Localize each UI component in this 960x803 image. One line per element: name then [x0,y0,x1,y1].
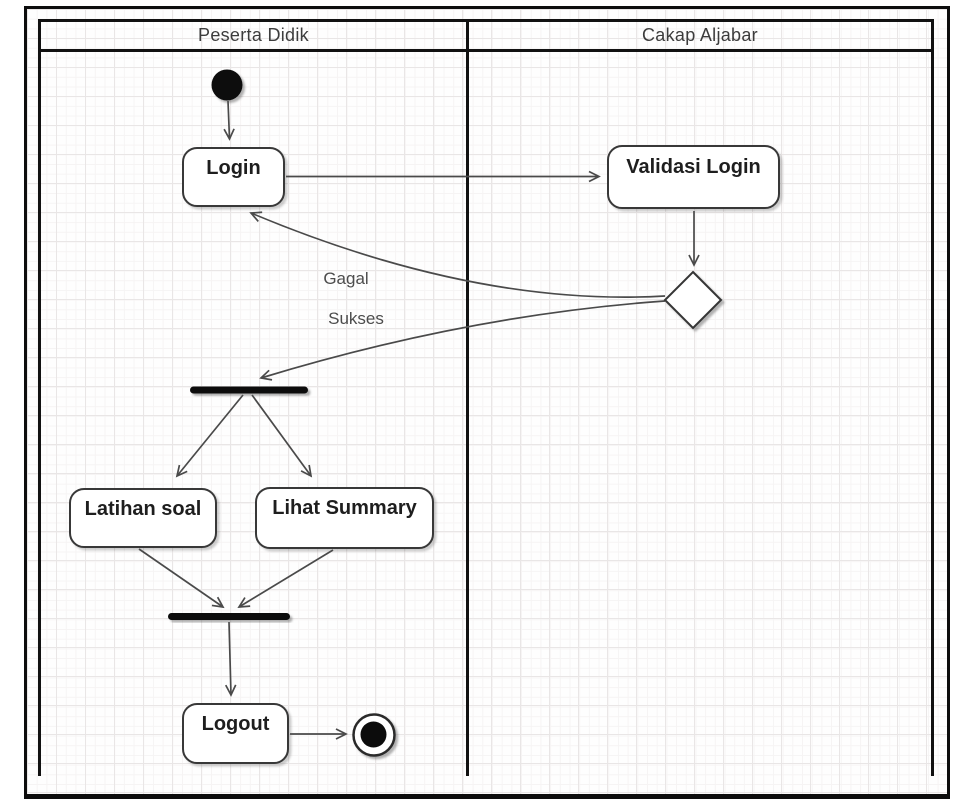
activity-lihat-summary: Lihat Summary [255,487,434,549]
lane-header-row: Peserta Didik Cakap Aljabar [41,22,931,52]
activity-validasi-login: Validasi Login [607,145,780,209]
activity-latihan-soal: Latihan soal [69,488,217,548]
activity-logout: Logout [182,703,289,764]
lane-header-cakap-aljabar: Cakap Aljabar [466,22,931,49]
lane-header-peserta-didik: Peserta Didik [198,25,309,45]
activity-login: Login [182,147,285,207]
diagram-border-frame [24,6,950,799]
edge-label-sukses: Sukses [328,309,384,328]
edge-label-gagal: Gagal [323,269,369,288]
lane-divider [466,52,469,776]
swimlane-table: Peserta Didik Cakap Aljabar [38,19,934,776]
